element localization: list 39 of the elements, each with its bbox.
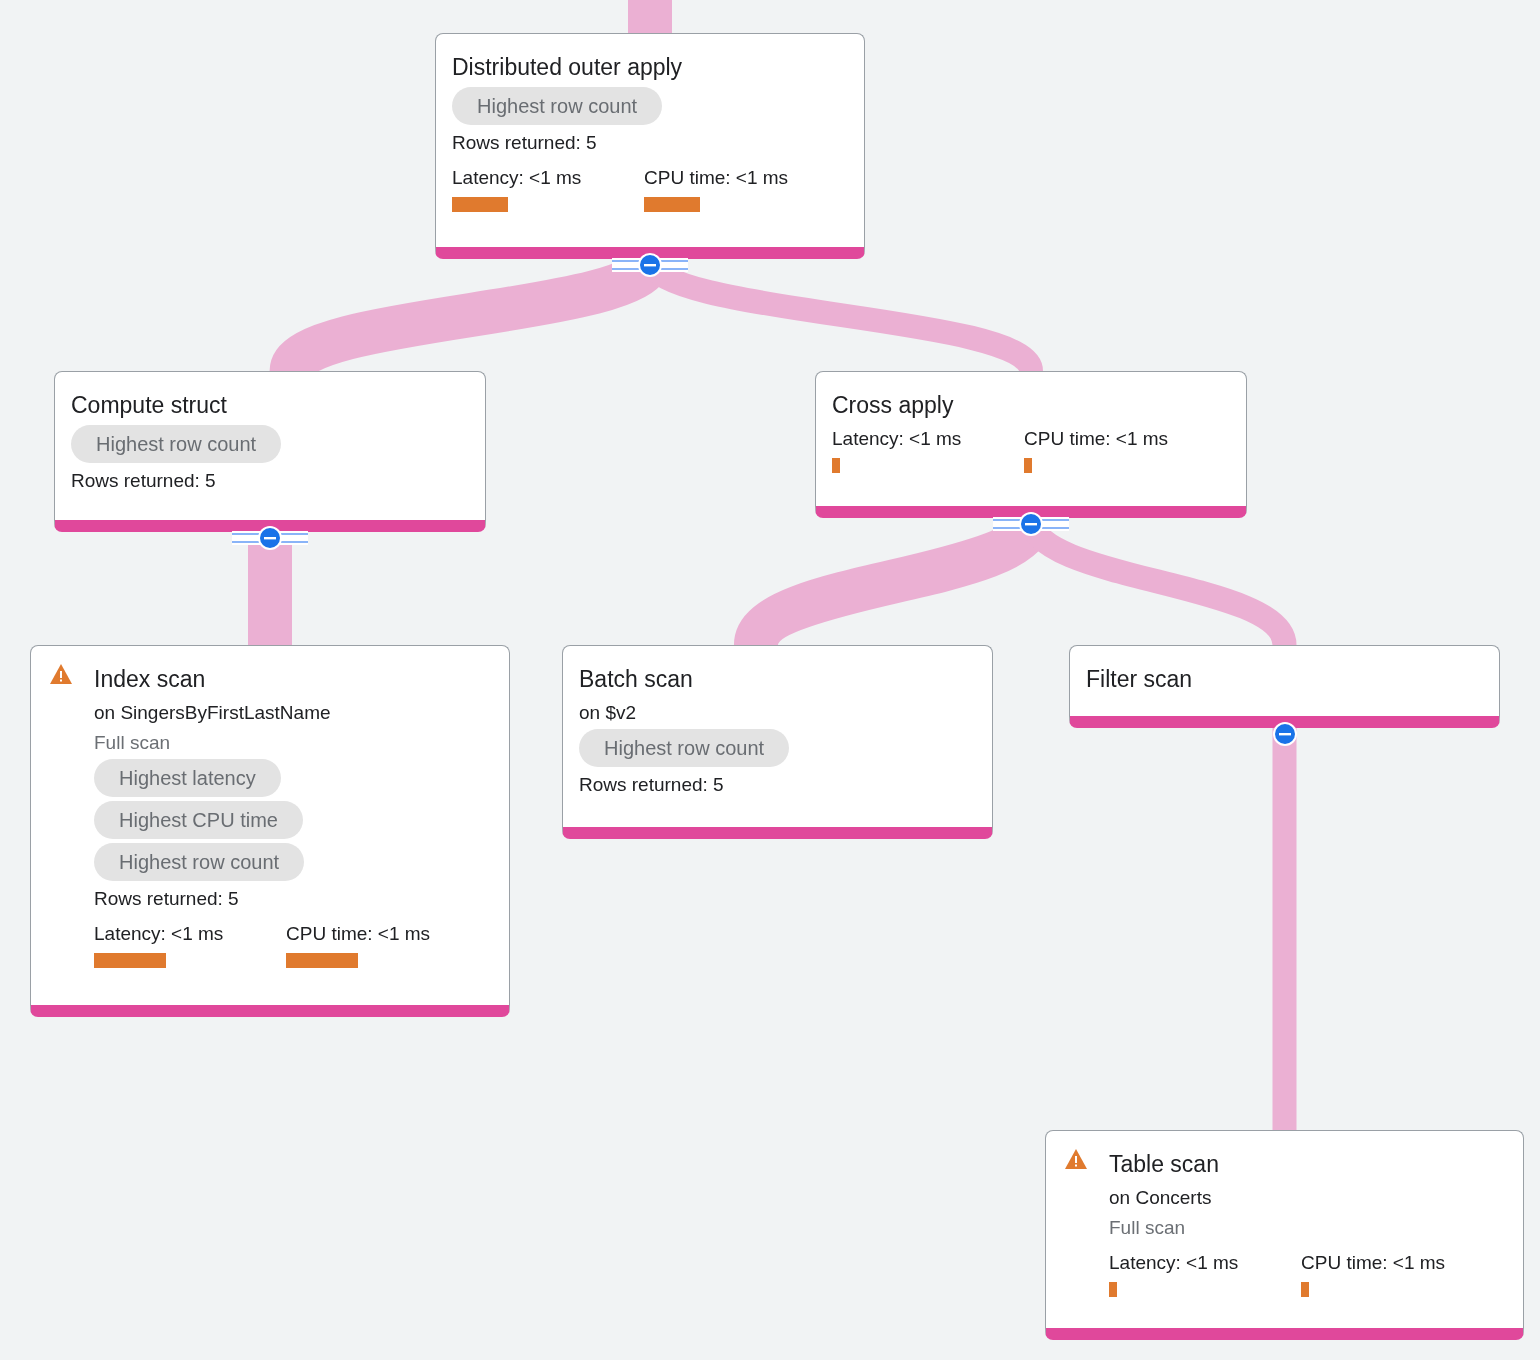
latency-metric: Latency: <1 ms (832, 427, 963, 451)
plan-step-card (815, 371, 1247, 518)
flow-band (628, 0, 672, 33)
rows-returned: Rows returned: 5 (94, 887, 239, 911)
cpu-time-metric: CPU time: <1 ms (1301, 1251, 1447, 1275)
step-title: Filter scan (1086, 665, 1193, 694)
highlight-tag: Highest row count (452, 87, 663, 125)
rows-returned: Rows returned: 5 (71, 469, 216, 493)
cpu-time-metric: CPU time: <1 ms (644, 166, 790, 190)
highlight-tag: Highest row count (71, 425, 282, 463)
step-title: Cross apply (832, 391, 954, 420)
step-title: Index scan (94, 665, 206, 694)
step-title: Distributed outer apply (452, 53, 683, 82)
highlight-tag: Highest CPU time (94, 801, 303, 839)
step-title: Batch scan (579, 665, 693, 694)
highlight-tag: Highest row count (579, 729, 790, 767)
table-name: on Concerts (1109, 1186, 1212, 1210)
scan-type: Full scan (94, 731, 171, 755)
latency-metric: Latency: <1 ms (94, 922, 225, 946)
step-title: Compute struct (71, 391, 227, 420)
flow-band (1272, 728, 1297, 1130)
plan-step-card (562, 645, 993, 839)
highlight-tag: Highest latency (94, 759, 281, 797)
table-name: on $v2 (579, 701, 637, 725)
rows-returned: Rows returned: 5 (452, 131, 597, 155)
plan-step-card (54, 371, 486, 532)
rows-returned: Rows returned: 5 (579, 773, 724, 797)
cpu-time-metric: CPU time: <1 ms (1024, 427, 1170, 451)
plan-step-card (1069, 645, 1500, 728)
table-name: on SingersByFirstLastName (94, 701, 331, 725)
plan-step-card (1045, 1130, 1524, 1340)
scan-type: Full scan (1109, 1216, 1186, 1240)
step-title: Table scan (1109, 1150, 1219, 1179)
latency-metric: Latency: <1 ms (1109, 1251, 1240, 1275)
highlight-tag: Highest row count (94, 843, 305, 881)
plan-step-card (435, 33, 865, 259)
cpu-time-metric: CPU time: <1 ms (286, 922, 432, 946)
plan-step-card (30, 645, 510, 1017)
latency-metric: Latency: <1 ms (452, 166, 583, 190)
